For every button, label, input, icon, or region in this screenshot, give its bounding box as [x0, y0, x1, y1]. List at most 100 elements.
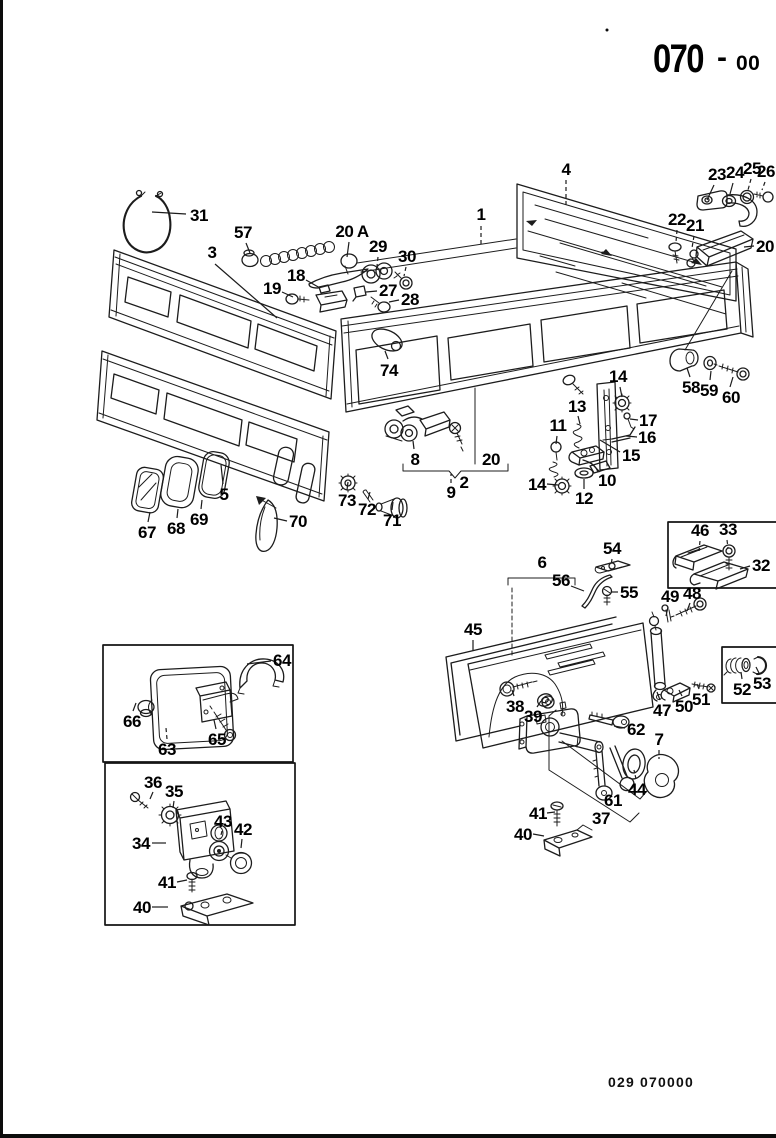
callout-label-47: 47 — [653, 701, 671, 720]
callout-label-25: 25 — [743, 159, 761, 178]
artwork — [96, 183, 776, 926]
callout-leader-3 — [214, 263, 278, 319]
callout-label-68: 68 — [167, 519, 185, 538]
callout-label-15: 15 — [622, 446, 640, 465]
callout-label-49: 49 — [661, 587, 679, 606]
callout-leader-31 — [151, 211, 187, 215]
callout-leader-20tr — [743, 245, 755, 248]
callout-leader-74 — [384, 350, 389, 360]
callout-leader-44 — [633, 769, 637, 780]
callout-leader-22 — [675, 229, 678, 243]
callout-label-18: 18 — [287, 266, 305, 285]
callout-label-64: 64 — [273, 651, 292, 670]
callout-leader-8 — [412, 440, 415, 450]
brace-2-20 — [402, 463, 509, 479]
callout-label-10: 10 — [598, 471, 616, 490]
callout-label-61: 61 — [604, 791, 622, 810]
callout-label-20tr: 20 — [756, 237, 774, 256]
callout-leader-15 — [599, 439, 621, 453]
callout-leader-21 — [691, 235, 695, 249]
callout-leader-65 — [213, 719, 217, 730]
callout-leader-52 — [740, 671, 743, 680]
callout-leader-35 — [172, 800, 175, 809]
callout-label-12: 12 — [575, 489, 593, 508]
callout-label-30: 30 — [398, 247, 416, 266]
scan-edge-left — [0, 0, 3, 1138]
callout-label-3: 3 — [208, 243, 217, 262]
callout-label-24: 24 — [726, 163, 745, 182]
callout-label-21: 21 — [686, 216, 704, 235]
callout-label-11: 11 — [550, 416, 567, 435]
callout-leader-28 — [388, 299, 400, 303]
strut-cluster — [648, 597, 716, 703]
callout-label-66: 66 — [123, 712, 141, 731]
buffer-cluster — [669, 348, 750, 381]
callout-label-38: 38 — [506, 697, 524, 716]
callout-leader-72 — [367, 491, 371, 500]
callout-label-41l: 41 — [158, 873, 176, 892]
ring-31 — [122, 189, 172, 254]
callout-label-41c: 41 — [529, 804, 547, 823]
callout-label-67: 67 — [138, 523, 156, 542]
callout-leader-13 — [577, 415, 581, 425]
callout-leader-30 — [403, 266, 407, 277]
callout-leader-48 — [686, 602, 691, 612]
handle-box — [102, 644, 294, 763]
callout-label-45: 45 — [464, 620, 482, 639]
callout-leader-33 — [726, 539, 729, 549]
callout-label-4: 4 — [562, 160, 572, 179]
callout-leader-39 — [536, 700, 542, 708]
callout-label-33: 33 — [719, 520, 737, 539]
callout-label-14b: 14 — [528, 475, 547, 494]
callout-leader-73 — [346, 481, 349, 491]
callout-leader-16 — [625, 435, 638, 438]
callout-leader-18 — [305, 279, 321, 289]
callout-label-74: 74 — [380, 361, 399, 380]
page-code: 070 - 00 — [653, 36, 760, 81]
callout-leader-66 — [132, 702, 137, 712]
page-code-sub: 00 — [736, 52, 760, 75]
callout-label-13: 13 — [568, 397, 586, 416]
callout-label-40l: 40 — [133, 898, 151, 917]
callout-label-57: 57 — [234, 223, 252, 242]
callout-leader-32 — [739, 565, 751, 570]
callout-leader-51 — [696, 683, 700, 690]
callout-label-53: 53 — [753, 674, 771, 693]
callout-label-26: 26 — [757, 162, 775, 181]
callout-label-28: 28 — [401, 290, 419, 309]
callout-leader-53 — [755, 666, 760, 674]
lock-box — [104, 762, 296, 926]
callout-leader-64 — [246, 660, 272, 665]
callout-leader-20a — [346, 241, 350, 258]
panel-3 — [108, 249, 337, 400]
callout-leader-63 — [165, 727, 168, 740]
callout-leader-49 — [665, 606, 669, 617]
callout-leader-41l — [176, 879, 188, 883]
callout-leader-10 — [589, 461, 601, 473]
callout-label-17: 17 — [639, 411, 657, 430]
callout-leader-47 — [656, 691, 661, 701]
callout-leader-56 — [570, 585, 585, 592]
callout-label-72: 72 — [358, 500, 376, 519]
callout-label-39: 39 — [524, 707, 542, 726]
callout-leader-62 — [613, 725, 626, 729]
callout-label-36: 36 — [144, 773, 162, 792]
clip-54-cluster — [507, 560, 631, 656]
callout-label-14t: 14 — [609, 367, 628, 386]
hook-cluster — [668, 189, 774, 268]
callout-leader-57 — [245, 242, 251, 254]
page-code-main: 070 — [653, 36, 703, 81]
callout-leader-29 — [376, 256, 379, 267]
callout-label-54: 54 — [603, 539, 622, 558]
callout-label-37: 37 — [592, 809, 610, 828]
callout-leader-70 — [273, 517, 288, 522]
callout-label-43: 43 — [214, 812, 232, 831]
callout-label-42: 42 — [234, 820, 252, 839]
callout-leader-5 — [220, 464, 224, 485]
callout-label-8: 8 — [411, 450, 420, 469]
callout-label-50: 50 — [675, 697, 693, 716]
callout-label-60: 60 — [722, 388, 740, 407]
